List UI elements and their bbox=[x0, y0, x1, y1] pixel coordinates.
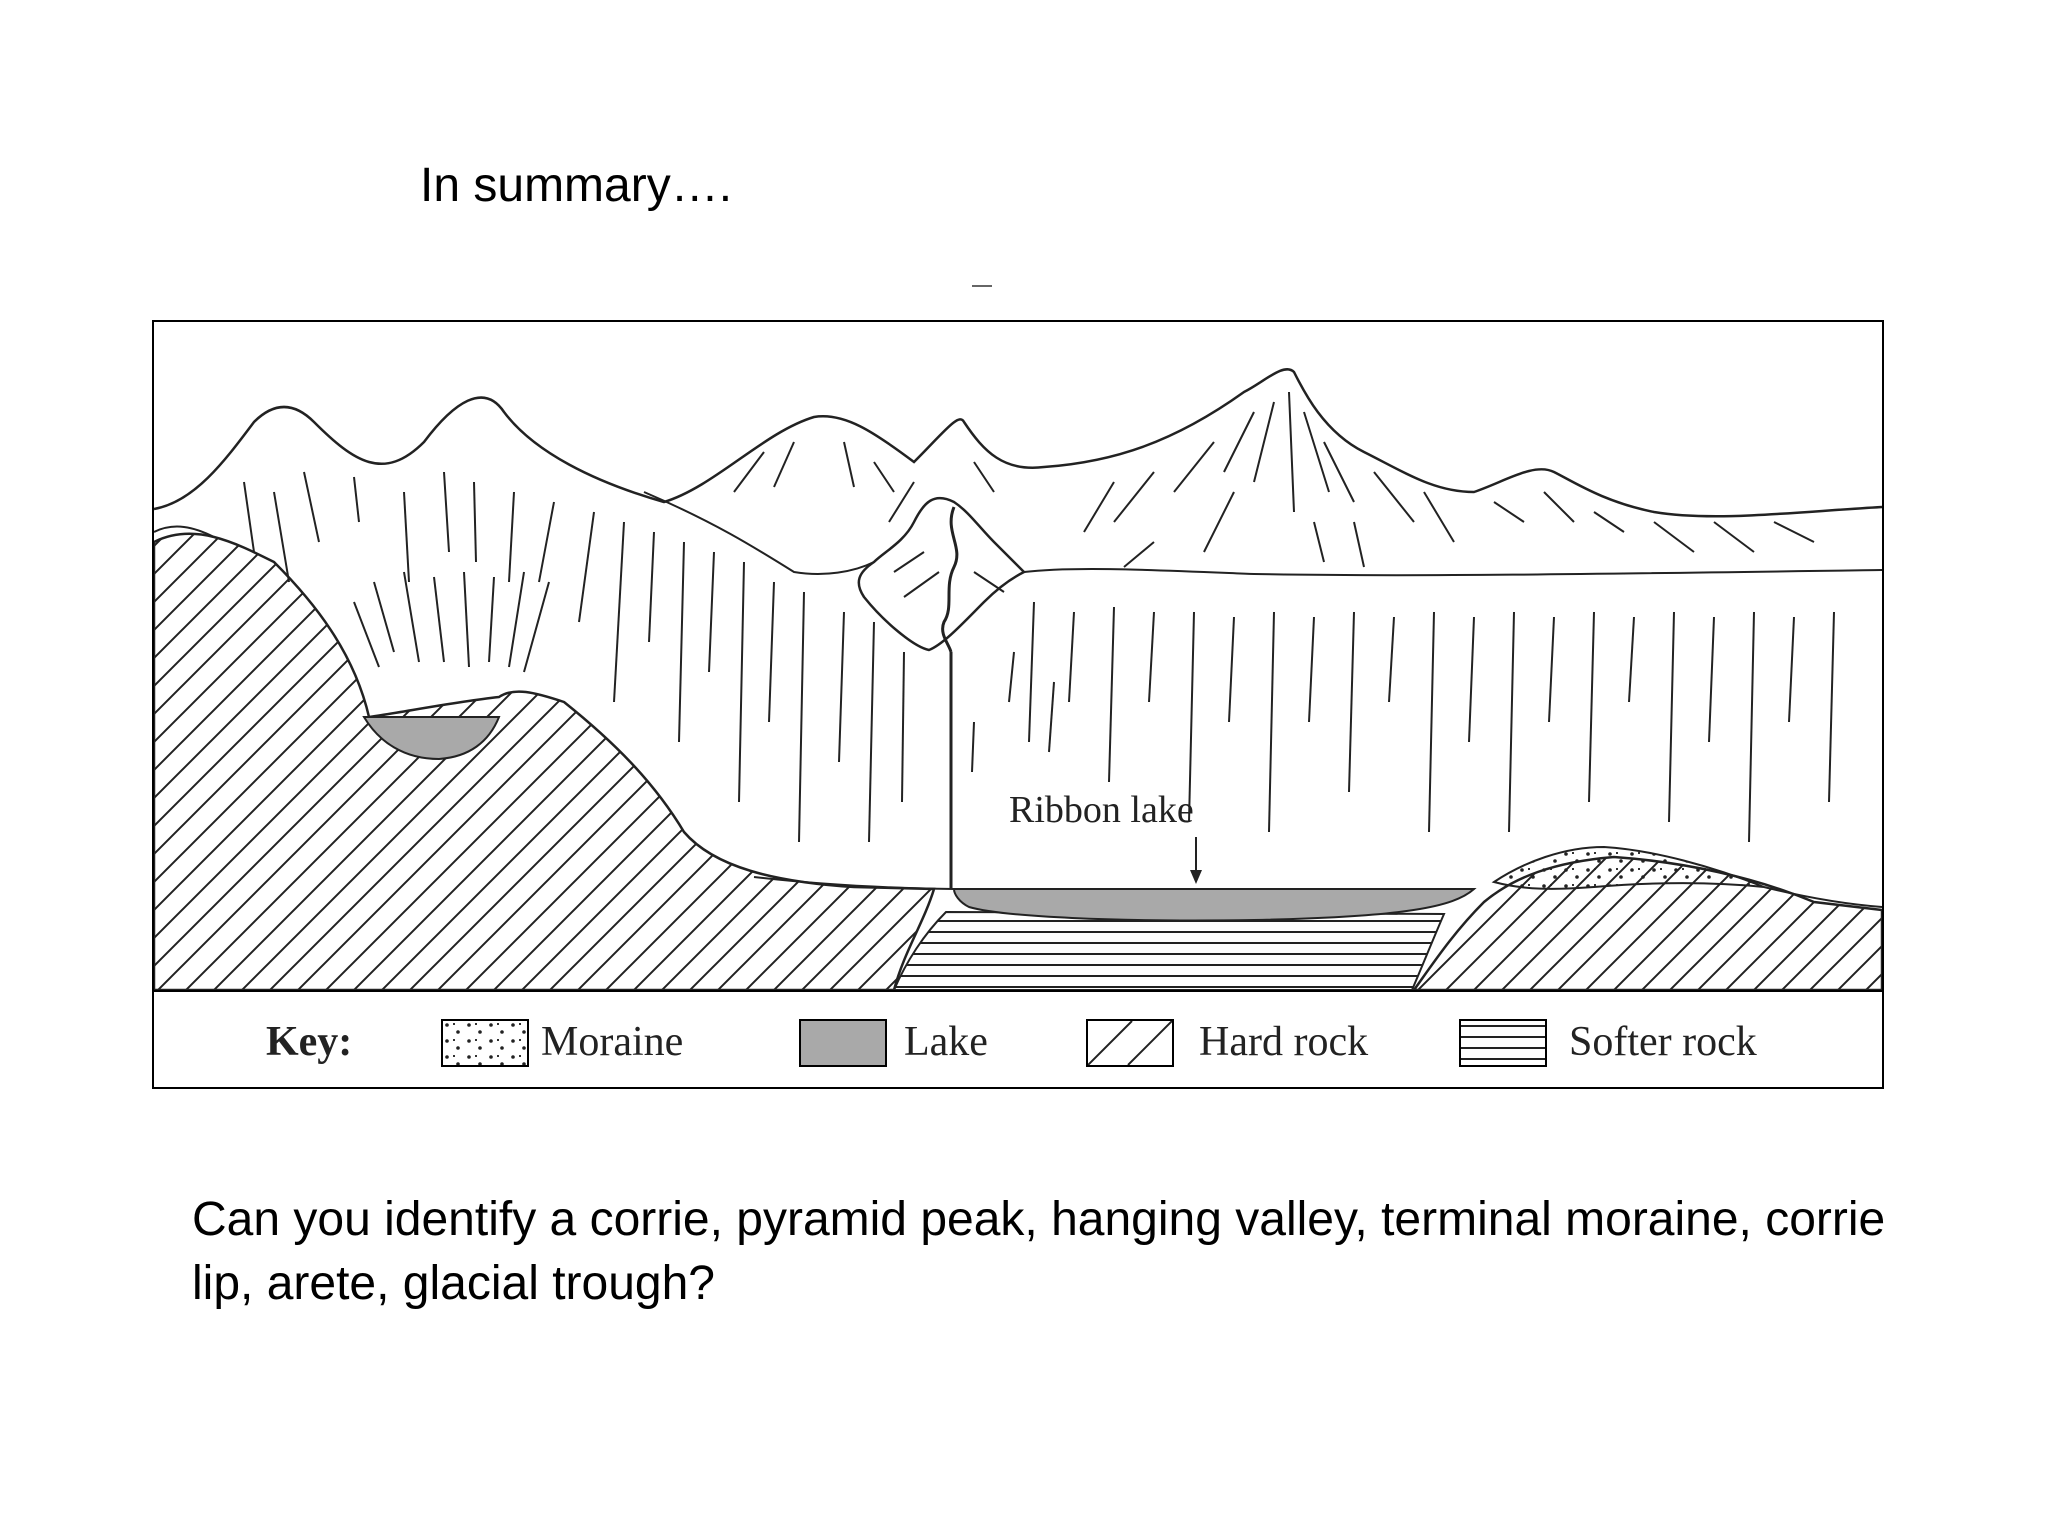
key-swatch-hard-rock bbox=[1086, 1019, 1174, 1067]
slide-title: In summary…. bbox=[420, 159, 733, 212]
key-label-hard-rock: Hard rock bbox=[1199, 1019, 1369, 1065]
corrie-lake bbox=[362, 716, 501, 761]
divider-mark bbox=[972, 285, 992, 287]
mountain-skyline bbox=[154, 368, 1882, 518]
key-swatch-lake bbox=[799, 1019, 887, 1067]
key-swatch-softer-rock bbox=[1459, 1019, 1547, 1067]
moraine-base-line bbox=[1763, 886, 1882, 908]
ice-texture bbox=[243, 391, 1835, 843]
hard-rock-left bbox=[154, 532, 936, 990]
key-label-lake: Lake bbox=[904, 1019, 988, 1065]
key-swatch-moraine bbox=[441, 1019, 529, 1067]
hanging-valley-stream bbox=[941, 506, 959, 653]
hanging-valley-outline bbox=[857, 496, 1027, 652]
ribbon-lake-arrow-head bbox=[1190, 870, 1202, 884]
question-text: Can you identify a corrie, pyramid peak,… bbox=[192, 1193, 1886, 1310]
landscape-illustration: Ribbon lake bbox=[154, 368, 1882, 990]
softer-rock bbox=[892, 910, 1446, 990]
ribbon-lake bbox=[952, 888, 1477, 922]
glacier-edge bbox=[643, 491, 875, 575]
trough-upper-edge bbox=[154, 525, 215, 538]
key-title: Key: bbox=[266, 1019, 353, 1065]
ribbon-lake-label: Ribbon lake bbox=[1009, 789, 1194, 831]
glacial-landscape-diagram: Ribbon lake Key: Moraine Lake Hard rock … bbox=[152, 320, 1884, 1089]
glacier-surface-line bbox=[1023, 567, 1882, 577]
valley-floor-line bbox=[753, 876, 955, 890]
key-label-softer-rock: Softer rock bbox=[1569, 1019, 1757, 1065]
terminal-moraine bbox=[1491, 845, 1765, 890]
key-label-moraine: Moraine bbox=[541, 1019, 684, 1065]
diagram-key: Key: Moraine Lake Hard rock Softer rock bbox=[154, 990, 1882, 1089]
